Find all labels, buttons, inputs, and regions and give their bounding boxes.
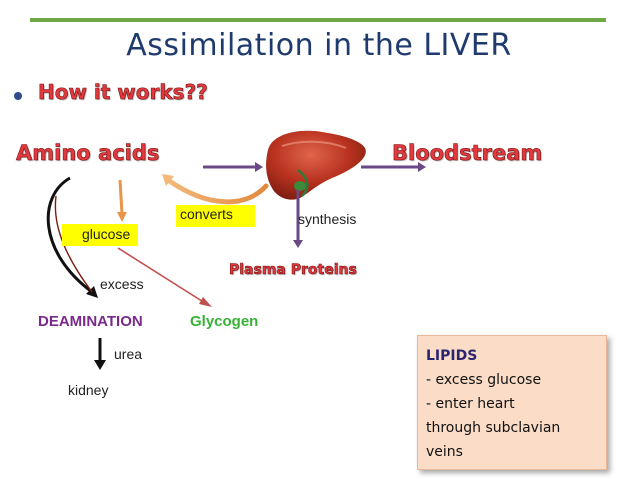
lipids-line: - excess glucose	[426, 372, 542, 388]
liver-icon	[266, 130, 366, 200]
node-glycogen: Glycogen	[190, 313, 259, 330]
node-amino-acids: Amino acids	[16, 141, 160, 166]
arrow-urea	[94, 338, 106, 370]
label-urea: urea	[114, 346, 143, 362]
top-accent-line	[30, 18, 606, 22]
lipids-line: - enter heart	[426, 396, 515, 412]
node-deamination: DEAMINATION	[38, 313, 143, 330]
arrow-synthesis	[293, 190, 303, 248]
node-bloodstream: Bloodstream	[392, 141, 543, 166]
lipids-line: through subclavian	[426, 420, 561, 436]
bullet-dot	[14, 92, 22, 100]
arrow-converts	[162, 174, 269, 205]
node-plasma-proteins: Plasma Proteins	[229, 262, 357, 279]
label-excess: excess	[100, 276, 144, 292]
lipids-title: LIPIDS	[426, 348, 478, 364]
arrow-amino-to-liver	[203, 162, 263, 172]
node-glucose: glucose	[62, 224, 138, 246]
label-synthesis: synthesis	[298, 211, 357, 227]
subtitle: How it works??	[38, 80, 208, 105]
arrow-glucose-to-glycogen	[117, 247, 212, 307]
node-kidney: kidney	[68, 382, 109, 398]
lipids-box: LIPIDS - excess glucose - enter heart th…	[417, 335, 607, 470]
page-title: Assimilation in the LIVER	[126, 28, 512, 63]
arrow-liver-to-bloodstream	[361, 162, 426, 172]
lipids-line: veins	[426, 444, 463, 460]
arrow-to-glucose	[117, 179, 127, 222]
label-converts: converts	[176, 205, 255, 227]
